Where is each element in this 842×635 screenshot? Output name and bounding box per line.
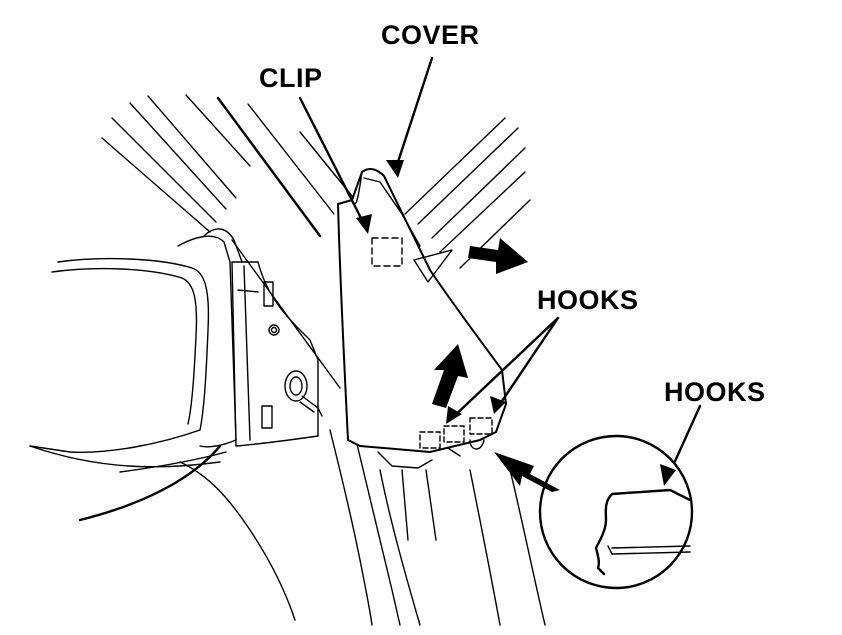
pillar-cover [337,168,507,469]
cover-arrow-head [386,160,404,178]
door-panel [231,261,323,447]
lift-arrow [432,344,468,408]
lower-body-lines [78,429,546,626]
door-mirror [29,228,243,468]
hooks-arrow-head-1 [446,406,462,424]
door-frame-lines [101,94,531,389]
cover-label: COVER [381,20,480,50]
detail-circle [538,434,694,590]
detail-arrow [494,452,560,492]
hooks-arrow-head-2 [490,396,506,414]
clip-outline [371,237,403,267]
clip-label: CLIP [259,63,323,93]
hooks-label: HOOKS [537,285,639,315]
hooks-detail-label: HOOKS [664,377,766,407]
pull-arrow [468,238,528,274]
triangle-marker [413,249,453,283]
clip-arrow-head [356,214,372,234]
hooks-detail-arrow-head [660,464,676,486]
arrows [356,160,676,492]
leader-lines [298,56,702,492]
hook-outlines [419,417,493,449]
